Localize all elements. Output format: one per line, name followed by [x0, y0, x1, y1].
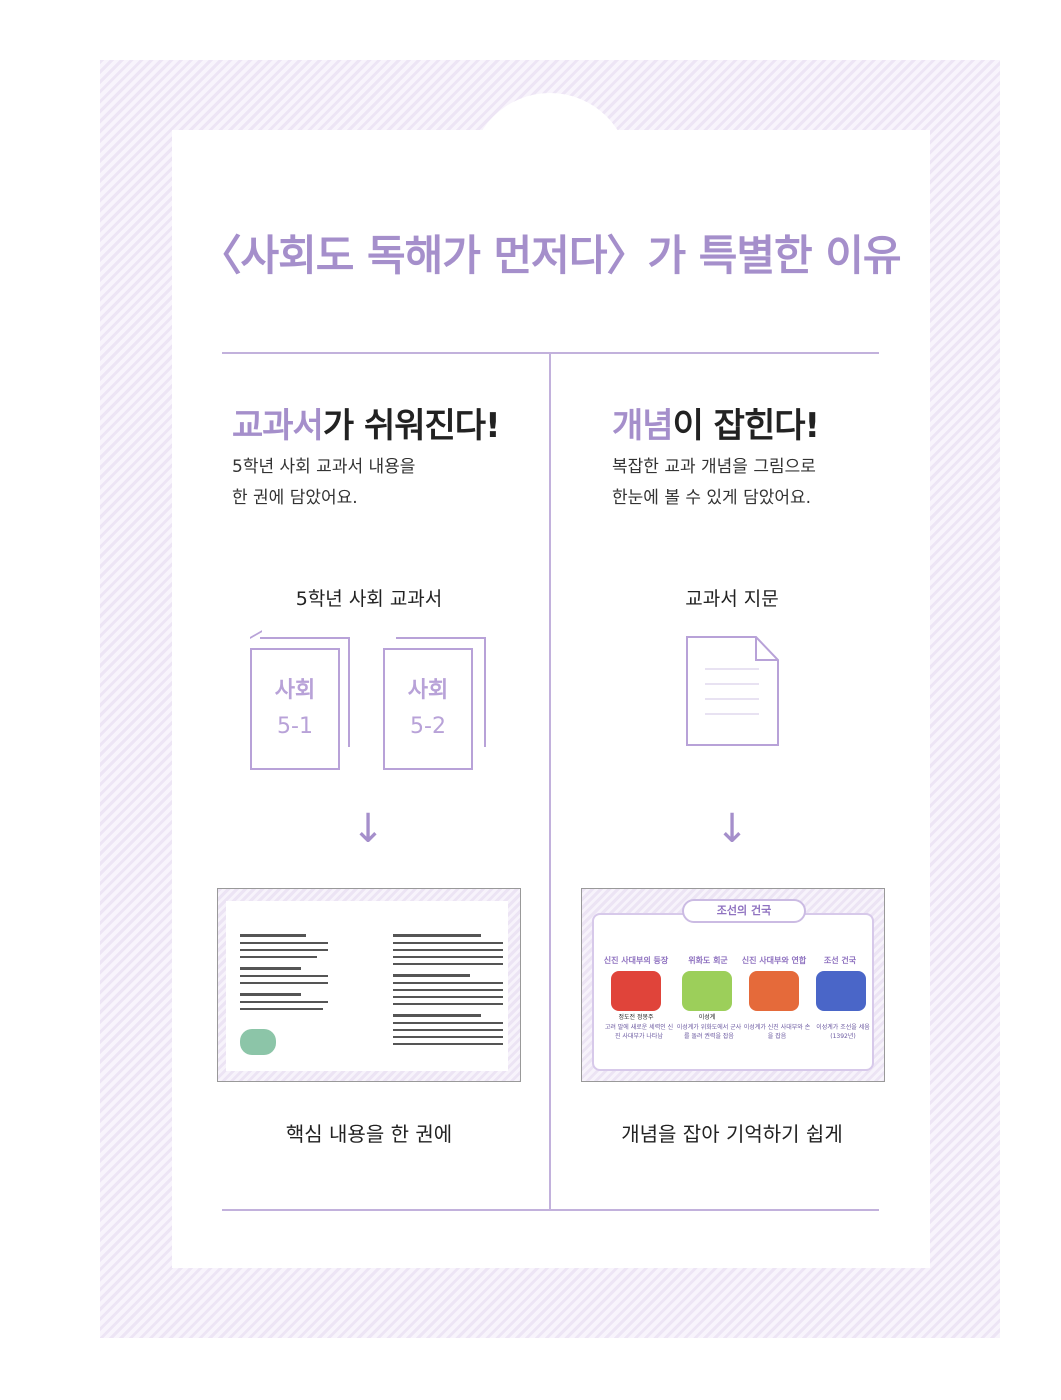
king-illustration: [816, 971, 866, 1011]
divider-bottom: [222, 1209, 879, 1211]
scholars-illustration: [611, 971, 661, 1011]
toc-column: [393, 929, 503, 1050]
step-description: 고려 말에 새로운 세력인 신진 사대부가 나타남: [604, 1024, 674, 1040]
diagram-title: 조선의 건국: [682, 899, 806, 923]
document-icon: [686, 636, 779, 746]
right-heading: 개념이 잡힌다!: [612, 406, 820, 446]
left-label: 5학년 사회 교과서: [295, 588, 443, 610]
book-back: [260, 637, 350, 747]
map-illustration: [682, 971, 732, 1011]
step-label: 신진 사대부의 등장: [603, 956, 669, 965]
island-illustration: [240, 1029, 276, 1055]
left-heading: 교과서가 쉬워진다!: [232, 406, 501, 446]
concept-diagram-image: 조선의 건국 신진 사대부의 등장 위화도 회군 신진 사대부와 연합 조선 건…: [581, 888, 885, 1082]
alliance-illustration: [749, 971, 799, 1011]
diagram-frame: 조선의 건국 신진 사대부의 등장 위화도 회군 신진 사대부와 연합 조선 건…: [592, 899, 874, 1071]
toc-column: [240, 929, 350, 1015]
page-title: 〈사회도 독해가 먼저다〉가 특별한 이유: [199, 231, 901, 280]
step-label: 신진 사대부와 연합: [741, 956, 807, 965]
figure-names: 정도전 정몽주: [618, 1014, 654, 1021]
step-label: 위화도 회군: [688, 956, 728, 965]
toc-preview-image: [217, 888, 521, 1082]
book-back: [396, 637, 486, 747]
right-label: 교과서 지문: [685, 588, 779, 610]
arrow-down-icon: ↓: [351, 806, 385, 852]
arrow-down-icon: ↓: [715, 806, 749, 852]
step-description: 이성계가 조선을 세움 (1392년): [816, 1024, 870, 1040]
step-description: 이성계가 신진 사대부와 손을 잡음: [743, 1024, 811, 1040]
right-caption: 개념을 잡아 기억하기 쉽게: [621, 1122, 843, 1146]
step-description: 이성계가 위화도에서 군사를 돌려 권력을 잡음: [676, 1024, 742, 1040]
left-caption: 핵심 내용을 한 권에: [285, 1122, 453, 1146]
figure-names: 이성계: [698, 1014, 716, 1021]
divider-vertical: [549, 352, 551, 1210]
step-label: 조선 건국: [823, 956, 857, 965]
